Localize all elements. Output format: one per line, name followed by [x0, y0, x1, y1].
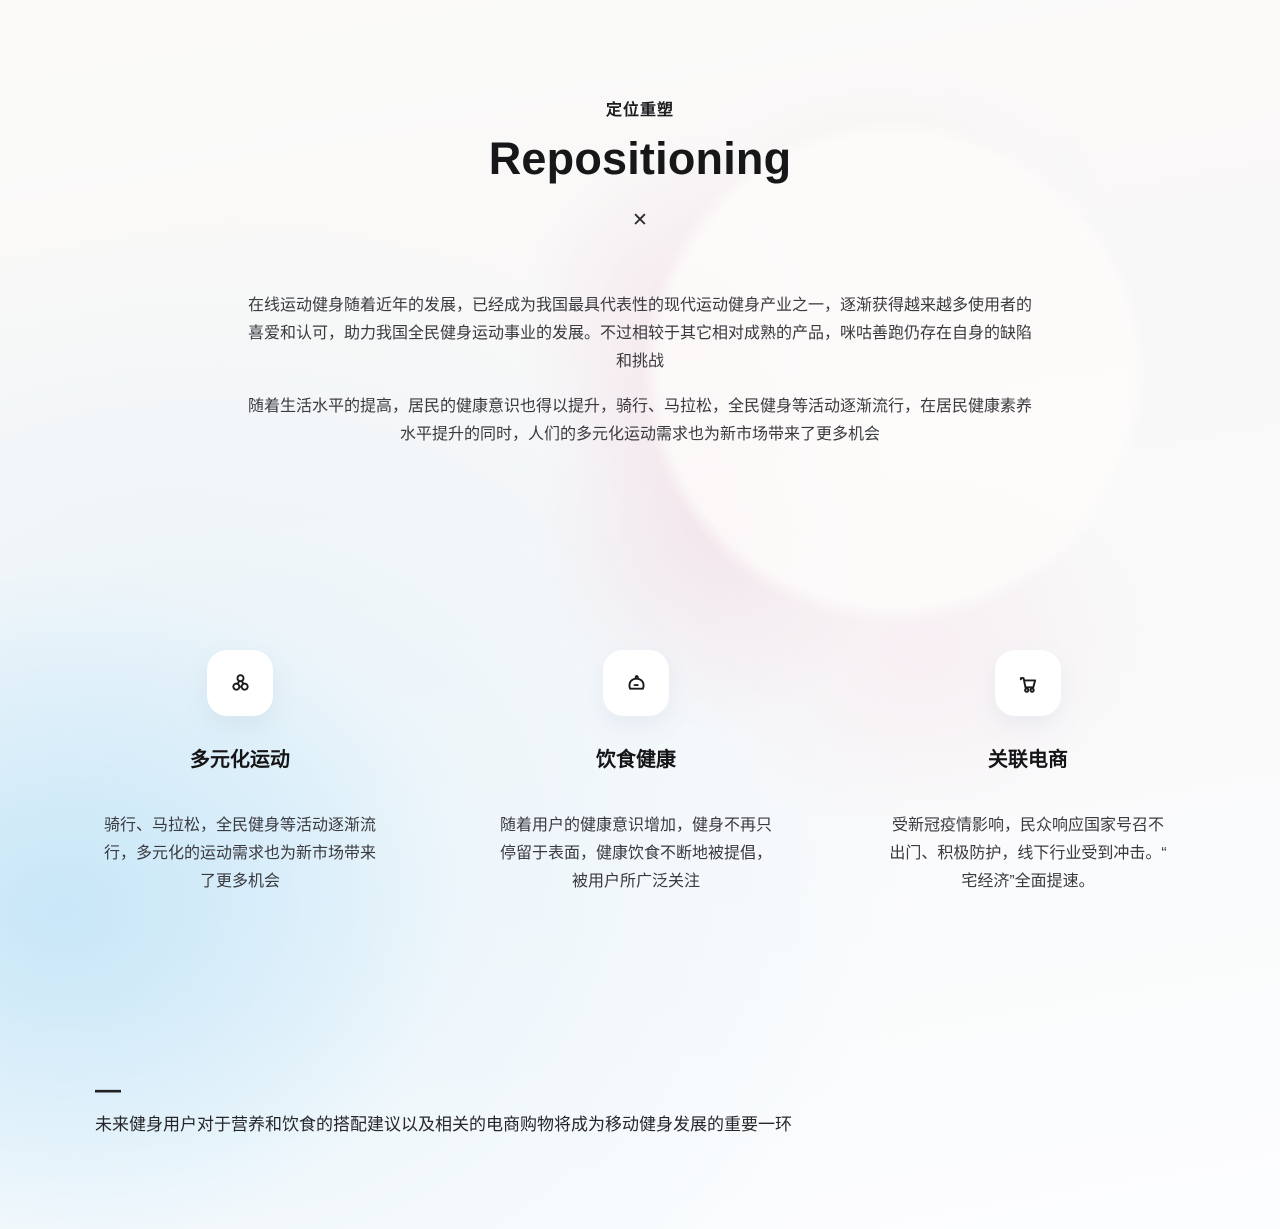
- intro-paragraph-1: 在线运动健身随着近年的发展，已经成为我国最具代表性的现代运动健身产业之一，逐渐获…: [190, 292, 1090, 376]
- feature-title: 多元化运动: [190, 749, 290, 771]
- feature-body-line: 了更多机会: [199, 873, 280, 890]
- feature-body-line: 受新冠疫情影响，民众响应国家号召不: [891, 817, 1164, 834]
- feature-body: 受新冠疫情影响，民众响应国家号召不 出门、积极防护，线下行业受到冲击。“ 宅经济…: [868, 812, 1188, 896]
- intro-line: 随着生活水平的提高，居民的健康意识也得以提升，骑行、马拉松，全民健身等活动逐渐流…: [247, 398, 1032, 415]
- intro-line: 水平提升的同时，人们的多元化运动需求也为新市场带来了更多机会: [399, 426, 880, 443]
- section-eyebrow: 定位重塑: [605, 102, 674, 119]
- feature-body-line: 骑行、马拉松，全民健身等活动逐渐流: [103, 817, 376, 834]
- feature-body-line: 行，多元化的运动需求也为新市场带来: [103, 845, 376, 862]
- intro-line: 喜爱和认可，助力我国全民健身运动事业的发展。不过相较于其它相对成熟的产品，咪咕善…: [247, 325, 1032, 342]
- feature-title: 关联电商: [988, 749, 1068, 771]
- feature-body-line: 随着用户的健康意识增加，健身不再只: [499, 817, 772, 834]
- food-bun-icon: [628, 674, 644, 690]
- feature-title: 饮食健康: [596, 749, 676, 771]
- shopping-cart-icon: [1019, 676, 1036, 693]
- feature-body-line: 出门、积极防护，线下行业受到冲击。“: [889, 845, 1167, 862]
- feature-body-line: 停留于表面，健康饮食不断地被提倡，: [499, 845, 772, 862]
- feature-body: 随着用户的健康意识增加，健身不再只 停留于表面，健康饮食不断地被提倡， 被用户所…: [476, 812, 796, 896]
- sports-cluster-icon: [231, 673, 249, 691]
- feature-ecommerce: 关联电商 受新冠疫情影响，民众响应国家号召不 出门、积极防护，线下行业受到冲击。…: [868, 650, 1188, 896]
- footer-dash: —: [95, 1074, 121, 1104]
- intro-text-block: 在线运动健身随着近年的发展，已经成为我国最具代表性的现代运动健身产业之一，逐渐获…: [190, 292, 1090, 449]
- feature-body: 骑行、马拉松，全民健身等活动逐渐流 行，多元化的运动需求也为新市场带来 了更多机…: [80, 812, 400, 896]
- intro-line: 和挑战: [615, 353, 664, 370]
- footer-note: 未来健身用户对于营养和饮食的搭配建议以及相关的电商购物将成为移动健身发展的重要一…: [95, 1115, 792, 1134]
- page-title: Repositioning: [488, 133, 792, 184]
- multiply-divider-icon: ✕: [632, 210, 648, 231]
- feature-icon-card: [603, 650, 669, 716]
- feature-body-line: 宅经济”全面提速。: [961, 873, 1095, 890]
- feature-icon-card: [207, 650, 273, 716]
- intro-line: 在线运动健身随着近年的发展，已经成为我国最具代表性的现代运动健身产业之一，逐渐获…: [247, 297, 1032, 314]
- feature-diversified-sports: 多元化运动 骑行、马拉松，全民健身等活动逐渐流 行，多元化的运动需求也为新市场带…: [80, 650, 400, 896]
- intro-paragraph-2: 随着生活水平的提高，居民的健康意识也得以提升，骑行、马拉松，全民健身等活动逐渐流…: [190, 393, 1090, 449]
- feature-row: 多元化运动 骑行、马拉松，全民健身等活动逐渐流 行，多元化的运动需求也为新市场带…: [0, 650, 1280, 910]
- feature-icon-card: [995, 650, 1061, 716]
- feature-diet-health: 饮食健康 随着用户的健康意识增加，健身不再只 停留于表面，健康饮食不断地被提倡，…: [476, 650, 796, 896]
- feature-body-line: 被用户所广泛关注: [571, 873, 700, 890]
